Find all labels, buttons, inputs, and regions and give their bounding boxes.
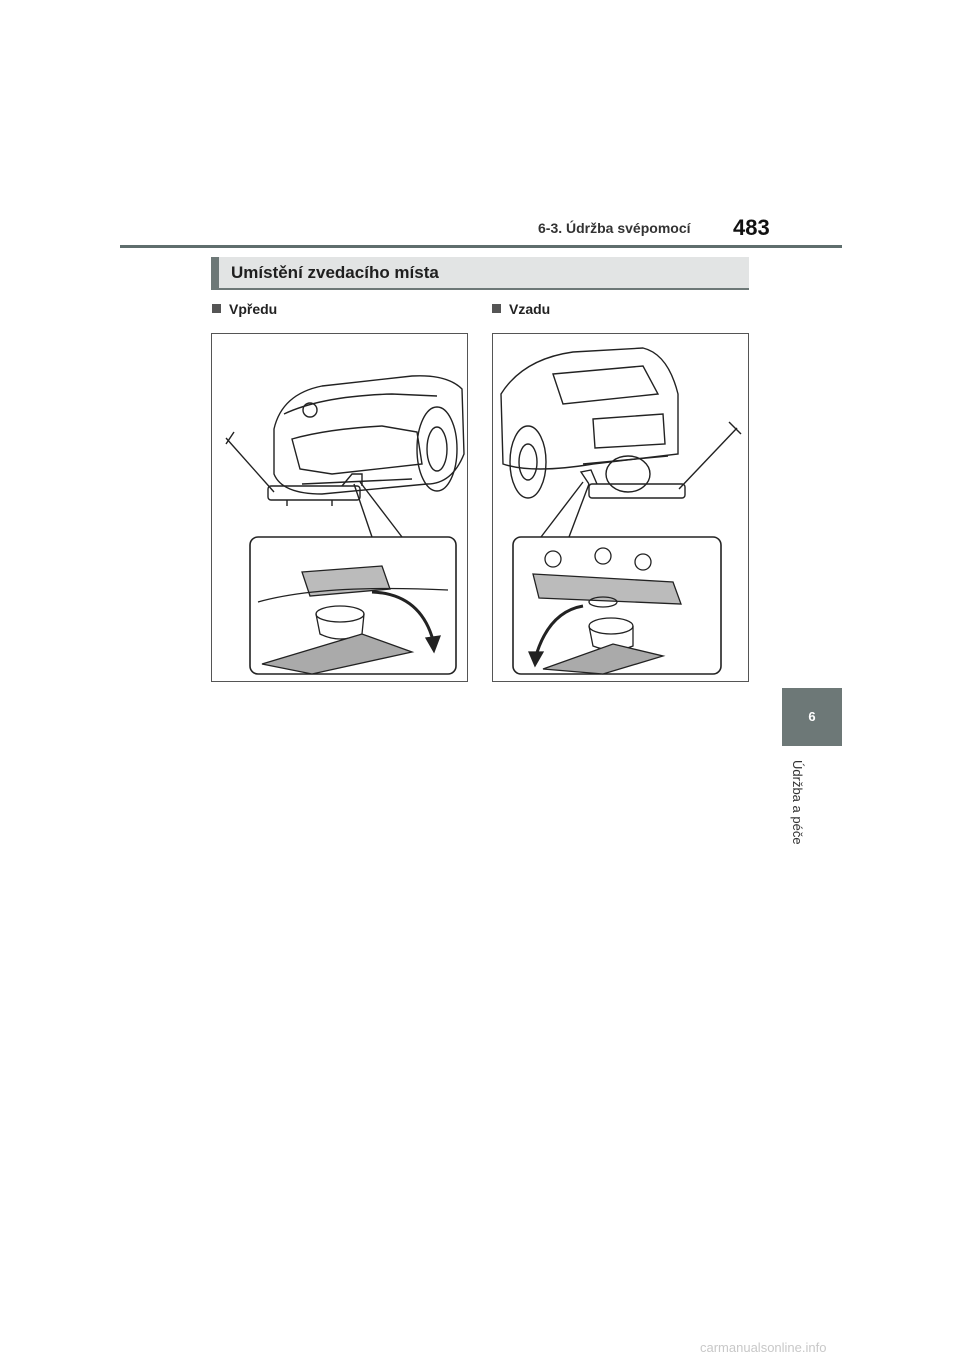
rear-subheading: Vzadu <box>492 301 550 317</box>
section-title: Umístění zvedacího místa <box>231 263 439 282</box>
square-bullet-icon <box>492 304 501 313</box>
header-section-title: 6-3. Údržba svépomocí <box>538 220 691 236</box>
square-bullet-icon <box>212 304 221 313</box>
header-divider <box>120 245 842 248</box>
front-label: Vpředu <box>229 301 278 317</box>
rear-label: Vzadu <box>509 301 551 317</box>
watermark: carmanualsonline.info <box>700 1340 827 1355</box>
front-car-jack-drawing <box>225 375 465 675</box>
page-number: 483 <box>733 215 770 240</box>
section-heading-bar: Umístění zvedacího místa <box>211 257 749 290</box>
chapter-tab-number: 6 <box>782 688 842 746</box>
front-subheading: Vpředu <box>212 301 277 317</box>
front-jack-illustration <box>211 333 468 682</box>
rear-jack-illustration <box>492 333 749 682</box>
rear-car-jack-drawing <box>500 347 742 675</box>
chapter-tab-title: Údržba a péče <box>790 760 805 845</box>
